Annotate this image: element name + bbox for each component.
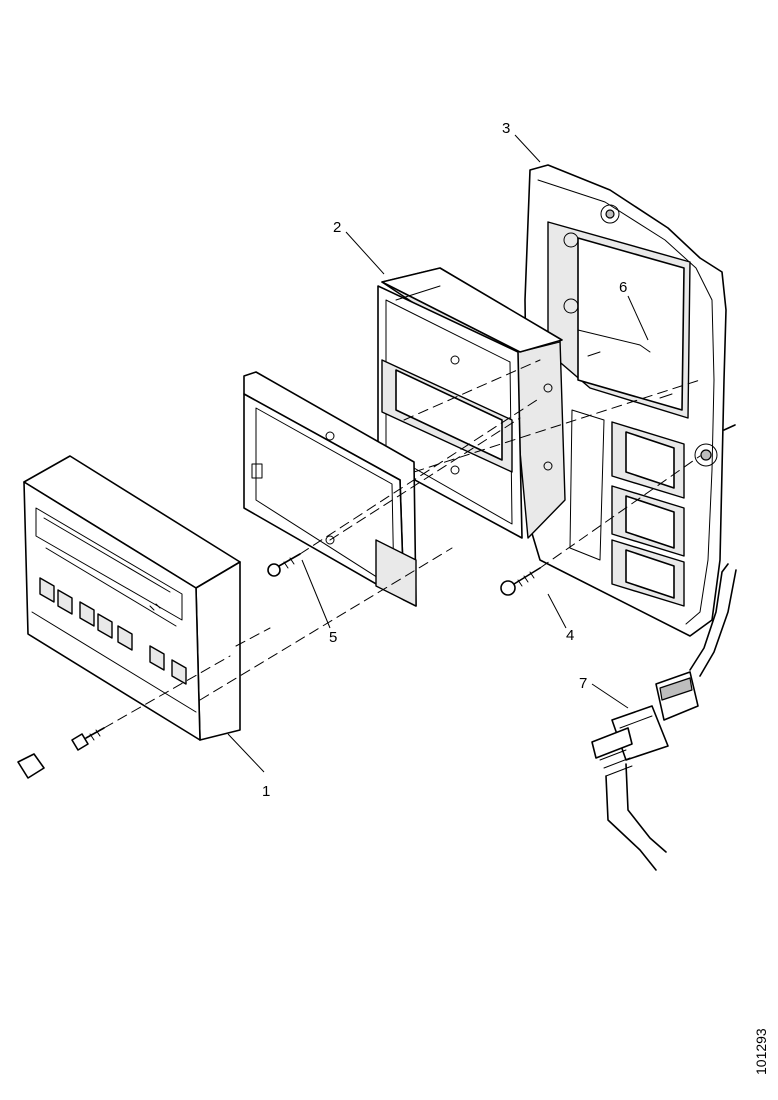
part-7-connector <box>591 563 737 871</box>
part-4-screw <box>500 567 541 596</box>
callout-4: 4 <box>566 627 574 644</box>
callout-2: 2 <box>333 219 341 236</box>
callout-3: 3 <box>502 120 510 137</box>
callout-5: 5 <box>329 629 337 646</box>
callout-7: 7 <box>579 675 587 692</box>
keypad-buttons <box>39 577 187 685</box>
callout-leaders <box>227 134 649 773</box>
bracket-slots <box>569 409 685 607</box>
part-5-screw <box>267 553 301 577</box>
alignment-lines <box>103 359 701 729</box>
part-1-control-panel <box>23 455 241 741</box>
drawing-reference-number: 101293 <box>753 1028 769 1075</box>
part-1-screw-and-cap <box>17 727 105 779</box>
part-5-mounting-plate <box>243 371 417 607</box>
part-3-mounting-bracket <box>524 164 736 637</box>
callout-1: 1 <box>262 783 270 800</box>
callout-6: 6 <box>619 279 627 296</box>
